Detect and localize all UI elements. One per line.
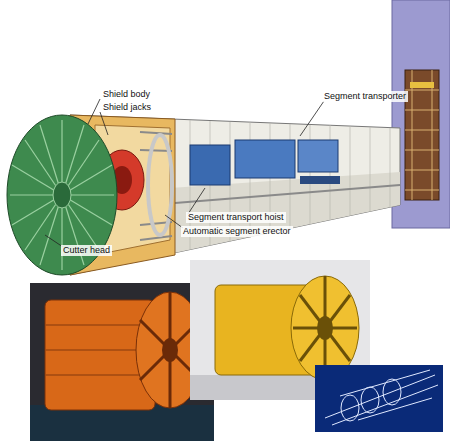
part-label: Segment transporter — [322, 91, 408, 102]
shaft-hoist — [405, 70, 439, 200]
tunnel-sketch — [315, 365, 443, 432]
part-label: Shield jacks — [101, 102, 153, 113]
erector-ring — [148, 135, 172, 235]
tunnel-tube — [70, 115, 400, 275]
shaft — [392, 0, 450, 228]
back-up-gear — [190, 145, 230, 185]
part-label: Cutter head — [61, 245, 112, 256]
cutter-head — [7, 115, 117, 275]
leader-lines — [45, 99, 324, 247]
part-label: Shield body — [101, 89, 152, 100]
tbm-photo — [30, 283, 214, 441]
part-label: Automatic segment erector — [181, 226, 293, 237]
part-label: Segment transport hoist — [186, 212, 286, 223]
